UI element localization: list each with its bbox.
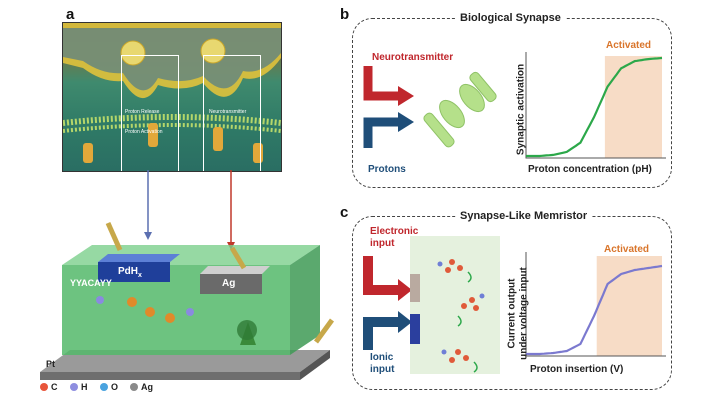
ag-input-label: Ag xyxy=(376,266,390,277)
biological-synapse-title: Biological Synapse xyxy=(456,12,565,24)
carbon-atom-icon xyxy=(40,383,48,391)
protons-arrow xyxy=(363,117,400,148)
electronic-input-line2: input xyxy=(370,238,395,249)
ag-electrode-block xyxy=(410,274,420,302)
chart-b-series-activation xyxy=(526,56,663,158)
panel-b-letter: b xyxy=(340,6,350,23)
oxygen-atom-icon xyxy=(100,383,108,391)
pd-electrode-block xyxy=(410,314,420,344)
pd-input-label: Pd xyxy=(376,330,389,341)
chart-b-xlabel: Proton concentration (pH) xyxy=(528,164,652,175)
proton-release-label: Proton Release xyxy=(125,109,160,115)
legend-o: O xyxy=(100,382,118,392)
ionic-input-arrow xyxy=(363,317,400,350)
panel-c-letter: c xyxy=(340,204,349,221)
probe-right xyxy=(229,246,247,270)
silver-atom-icon xyxy=(130,383,138,391)
chart-c-axes xyxy=(525,252,666,357)
legend-ag: Ag xyxy=(130,382,153,392)
panel-a-letter: a xyxy=(66,6,75,23)
ag-electrode xyxy=(200,274,262,294)
legend-c: C xyxy=(40,382,58,392)
chart-b-activated-region xyxy=(604,56,662,158)
electronic-input-arrow xyxy=(363,256,400,295)
ionic-input-line2: input xyxy=(370,364,395,375)
synapse-illustration xyxy=(63,23,281,163)
memristor-device-bg xyxy=(410,236,500,374)
x-subscript: x xyxy=(138,272,142,279)
synapse-knob-icon xyxy=(423,71,497,148)
probe-pt xyxy=(313,318,335,344)
electronic-input-line1: Electronic xyxy=(370,226,419,237)
yyacayy-label: YYACAYY xyxy=(70,278,112,288)
chart-c-ylabel-1: Current output xyxy=(506,278,518,349)
probe-left xyxy=(105,221,123,252)
molecule-icon xyxy=(445,259,479,363)
activated-label-b: Activated xyxy=(606,40,652,51)
pdhx-electrode xyxy=(98,262,170,282)
neurotransmitter-arrow xyxy=(363,66,400,101)
blue-arrow-head xyxy=(144,232,152,240)
ag-electrode-label: Ag xyxy=(222,278,236,289)
chart-b-axes xyxy=(525,52,666,159)
activated-label-c: Activated xyxy=(604,244,650,255)
pt-label: Pt xyxy=(46,359,55,369)
pdhx-label: PdHx xyxy=(118,266,142,279)
proton-activation-label: Proton Activation xyxy=(125,129,163,135)
neurotransmitter-frame xyxy=(203,55,261,171)
pt-substrate-top xyxy=(40,350,330,372)
neurotransmitter-inset-label: Neurotransmitter xyxy=(209,109,247,115)
neurotransmitter-label: Neurotransmitter xyxy=(372,52,454,63)
hydrogen-atom-icon xyxy=(70,383,78,391)
proton-release-frame xyxy=(121,55,179,171)
synapse-inset: Proton Release Proton Activation Neurotr… xyxy=(62,22,282,172)
chart-c-series-current xyxy=(526,264,663,356)
chart-c-ylabel-2: under voltage input xyxy=(518,267,530,360)
pdh-text: PdH xyxy=(118,266,138,277)
legend-h: H xyxy=(70,382,88,392)
protons-label: Protons xyxy=(368,164,406,175)
ionic-input-line1: Ionic xyxy=(370,352,394,363)
chart-c-xlabel: Proton insertion (V) xyxy=(530,364,624,375)
pt-substrate-side xyxy=(40,372,300,380)
memristor-title: Synapse-Like Memristor xyxy=(456,210,592,222)
